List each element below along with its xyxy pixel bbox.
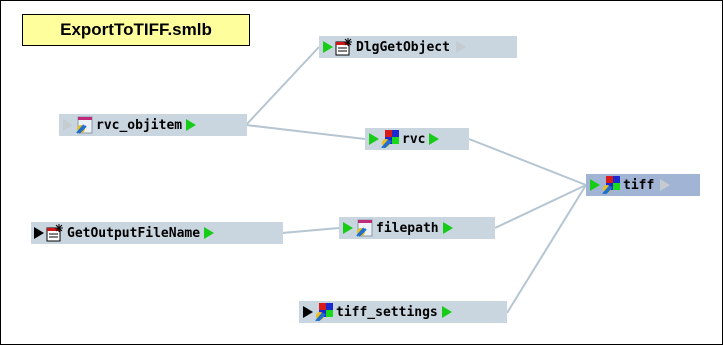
raster-object-icon bbox=[315, 303, 333, 322]
raster-object-icon bbox=[602, 176, 620, 195]
node-label: rvc bbox=[402, 131, 426, 147]
node-label: GetOutputFileName bbox=[67, 225, 201, 241]
node-tiff[interactable]: tiff bbox=[586, 174, 700, 196]
output-port-icon[interactable] bbox=[442, 222, 453, 234]
node-label: tiff bbox=[623, 177, 655, 193]
wire-tiff-settings-to-tiff[interactable] bbox=[506, 184, 587, 314]
node-filepath[interactable]: filepath bbox=[339, 217, 495, 239]
input-port-icon[interactable] bbox=[343, 222, 353, 234]
output-port-icon[interactable] bbox=[186, 119, 197, 131]
wire-getoutputfilename-to-filepath[interactable] bbox=[281, 227, 340, 234]
variable-icon bbox=[355, 219, 373, 237]
wire-rvc-to-tiff[interactable] bbox=[468, 138, 587, 186]
variable-icon bbox=[75, 116, 93, 134]
output-port-icon[interactable] bbox=[441, 306, 452, 318]
raster-object-icon bbox=[381, 130, 399, 149]
input-port-icon[interactable] bbox=[303, 306, 313, 318]
input-port-icon[interactable] bbox=[369, 133, 379, 145]
node-rvc[interactable]: rvc bbox=[365, 128, 469, 150]
wire-filepath-to-tiff[interactable] bbox=[494, 184, 587, 229]
node-label: tiff_settings bbox=[336, 304, 438, 320]
node-label: filepath bbox=[376, 220, 439, 236]
input-port-icon[interactable] bbox=[590, 179, 600, 191]
wire-rvc-objitem-to-dlggetobject[interactable] bbox=[245, 46, 320, 126]
node-label: rvc_objitem bbox=[96, 117, 183, 133]
node-get-output-file-name[interactable]: GetOutputFileName bbox=[31, 222, 283, 244]
node-rvc-objitem[interactable]: rvc_objitem bbox=[59, 114, 247, 136]
input-port-icon[interactable] bbox=[63, 119, 73, 131]
node-dlg-get-object[interactable]: DlgGetObject bbox=[319, 36, 517, 58]
node-label: DlgGetObject bbox=[356, 39, 450, 55]
procedure-icon bbox=[335, 38, 353, 56]
node-tiff-settings[interactable]: tiff_settings bbox=[299, 301, 507, 323]
output-port-icon[interactable] bbox=[455, 41, 466, 53]
diagram-title: ExportToTIFF.smlb bbox=[22, 14, 250, 46]
output-port-icon[interactable] bbox=[204, 227, 215, 239]
input-port-icon[interactable] bbox=[323, 41, 333, 53]
input-port-icon[interactable] bbox=[34, 227, 44, 239]
procedure-icon bbox=[46, 224, 64, 242]
wire-rvc-objitem-to-rvc[interactable] bbox=[245, 124, 366, 140]
output-port-icon[interactable] bbox=[660, 179, 671, 191]
output-port-icon[interactable] bbox=[429, 133, 440, 145]
